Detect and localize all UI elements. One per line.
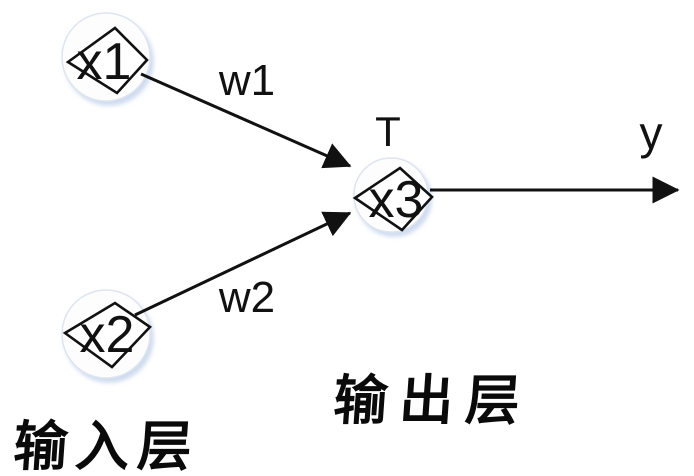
x3-node-diamond — [352, 166, 434, 232]
output-y-label: y — [640, 107, 663, 159]
edge-x1-to-x3-arrow — [140, 72, 352, 169]
x2-node-label: x2 — [80, 306, 135, 364]
x3-node-label: x3 — [369, 171, 424, 229]
output-layer-caption: 输出层 — [331, 369, 534, 432]
weight-w1-label: w1 — [218, 56, 275, 105]
edge-x2-to-x3-arrow — [134, 211, 352, 317]
weight-w2-label: w2 — [218, 273, 275, 322]
x2-node-diamond — [62, 301, 152, 369]
threshold-t-label: T — [375, 108, 401, 155]
input-layer-caption: 输入层 — [11, 415, 202, 476]
x1-node-diamond — [65, 26, 149, 95]
x1-node-label: x1 — [77, 33, 132, 91]
